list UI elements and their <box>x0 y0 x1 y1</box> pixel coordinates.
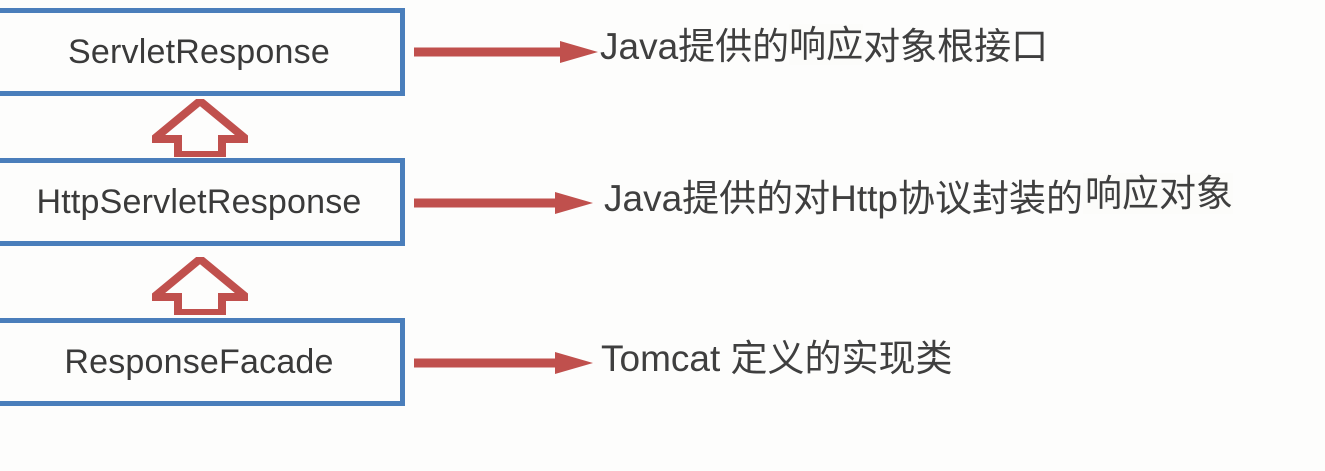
hollow-up-arrow-icon <box>142 253 258 317</box>
class-box-servletresponse: ServletResponse <box>0 8 405 96</box>
annotation-arrow-2 <box>412 190 602 216</box>
class-box-responsefacade: ResponseFacade <box>0 318 405 406</box>
inheritance-arrow-1 <box>142 95 258 159</box>
class-box-httpservletresponse: HttpServletResponse <box>0 158 405 246</box>
annotation-text-1-prefix: Java提供的 <box>600 26 790 67</box>
annotation-text-3: Tomcat 定义的实现类 <box>601 340 953 377</box>
annotation-text-2-prefix: Java提供的对Http协议封装的 <box>604 178 1084 219</box>
annotation-arrow-3 <box>412 350 602 376</box>
inheritance-arrow-2 <box>142 253 258 317</box>
right-arrow-icon <box>414 352 593 374</box>
annotation-text-1-highlight: 响应 <box>789 24 864 65</box>
hollow-up-arrow-icon <box>142 95 258 159</box>
right-arrow-icon <box>414 192 593 214</box>
class-box-label: ServletResponse <box>68 32 330 71</box>
right-arrow-icon <box>414 41 598 63</box>
annotation-text-2-highlight: 响应对象 <box>1083 173 1234 214</box>
annotation-arrow-1 <box>412 39 602 65</box>
annotation-text-1: Java提供的响应对象根接口 <box>600 24 1049 67</box>
annotation-text-3-prefix: Tomcat 定义的实现类 <box>601 338 953 379</box>
class-box-label: HttpServletResponse <box>36 182 362 221</box>
annotation-text-1-suffix: 对象根接口 <box>863 26 1049 67</box>
annotation-text-2: Java提供的对Http协议封装的响应对象 <box>604 173 1234 219</box>
class-box-label: ResponseFacade <box>64 342 334 381</box>
